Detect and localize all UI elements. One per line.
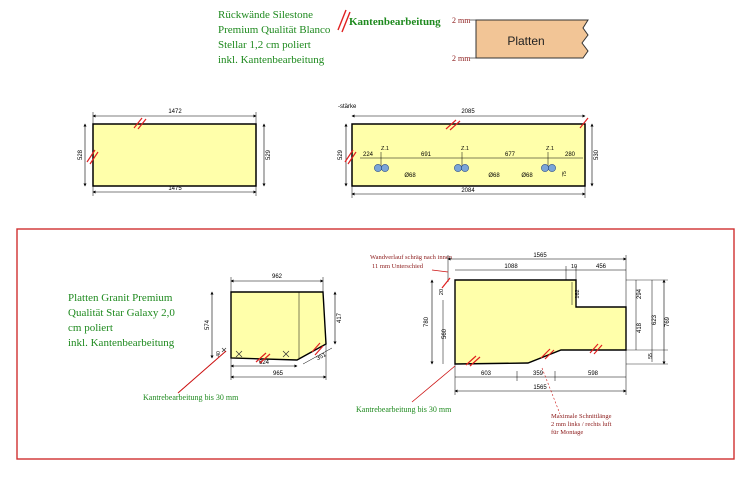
z-label: Z.1 [381,146,389,152]
panel-right: -stärke 2085 2084 529 530 224 691 677 28… [338,104,600,198]
material-line: Premium Qualität Blanco [218,24,331,36]
edge-note-left: Kantrebearbeitung bis 30 mm [143,393,239,402]
dim-right: 294 [637,288,643,299]
dim-corner: 55 [648,353,654,359]
material-line: Stellar 1,2 cm poliert [218,39,311,51]
dim-small: 40 [216,351,222,357]
legend-edge-mark [337,9,351,33]
material-line: cm poliert [68,322,113,334]
dim-left-outer: 780 [424,316,430,327]
dim-row2: 456 [596,264,607,270]
granite-piece-a: 962 574 40 417 624 965 351 [177,274,343,394]
hole-diameter: Ø68 [404,173,416,179]
material-line: inkl. Kantenbearbeitung [68,337,175,349]
material-line: Qualität Star Galaxy 2,0 [68,307,175,319]
dim-segment: 677 [505,152,516,158]
material-description-granite: Platten Granit Premium Qualität Star Gal… [68,291,175,351]
dim-bottom: 1475 [168,186,182,192]
dim-left: 528 [78,149,84,160]
dim-bottom: 965 [273,371,284,377]
dim-bottom: 2084 [461,188,475,194]
wall-note-line: 11 mm Unterschied [372,263,424,270]
dim-right: 769 [665,316,671,327]
granite-piece-b: 1565 1088 10 456 780 560 20 294 418 623 … [411,253,671,415]
plate-sample: Platten [470,19,589,59]
dim-bottom-inner: 598 [588,371,599,377]
dim-segment: 224 [363,152,374,158]
plate-bottom-mm: 2 mm [452,54,471,63]
dim-small: 75 [562,171,568,177]
dim-notch: 162 [575,289,581,298]
plate-label: Platten [507,34,544,48]
dim-row2: 1088 [504,264,518,270]
dim-left: 574 [205,319,211,330]
hole-diameter: Ø68 [521,173,533,179]
wall-note: Wandverlauf schräg nach innen 11 mm Unte… [370,253,452,271]
z-label: Z.1 [546,146,554,152]
dim-left-top: 20 [439,289,445,295]
plate-top-mm: 2 mm [452,16,471,25]
thickness-note: -stärke [338,104,357,110]
dim-right: 623 [652,314,658,325]
dim-bottom-inner: 359 [533,371,544,377]
dim-right: 417 [337,312,343,323]
dim-row2: 10 [571,264,577,270]
dim-top: 2085 [461,109,475,115]
dim-bottom-inner: 603 [481,371,492,377]
cut-note-line: Maximale Schnittlänge [551,413,612,420]
cut-note-line: 2 mm links / rechts luft [551,421,612,428]
granite-frame [16,228,735,460]
material-description-top: Rückwände Silestone Premium Qualität Bla… [218,8,330,68]
cut-note-line: für Montage [551,429,584,436]
wall-note-line: Wandverlauf schräg nach innen [370,254,452,261]
dim-diagonal: 351 [316,352,328,362]
dim-top: 1472 [168,109,182,115]
cut-note: Maximale Schnittlänge 2 mm links / recht… [551,413,611,437]
material-line: inkl. Kantenbearbeitung [218,54,325,66]
dim-right: 529 [266,149,272,160]
dim-top: 1565 [533,253,547,259]
dim-right: 530 [594,149,600,160]
dim-right: 418 [637,322,643,333]
dim-left: 529 [338,149,344,160]
dim-segment: 280 [565,152,576,158]
edge-note-right: Kantrebearbeitung bis 30 mm [356,405,452,414]
dim-segment: 691 [421,152,432,158]
material-line: Rückwände Silestone [218,9,314,21]
legend-label: Kantenbearbeitung [349,16,441,28]
material-line: Platten Granit Premium [68,292,173,304]
dim-bottom: 1565 [533,385,547,391]
hole-diameter: Ø68 [488,173,500,179]
dim-top: 962 [272,274,283,280]
z-label: Z.1 [461,146,469,152]
dim-left-inner: 560 [442,328,448,339]
dim-bottom-inner: 624 [259,360,270,366]
panel-left: 1472 1475 528 529 [78,109,272,196]
